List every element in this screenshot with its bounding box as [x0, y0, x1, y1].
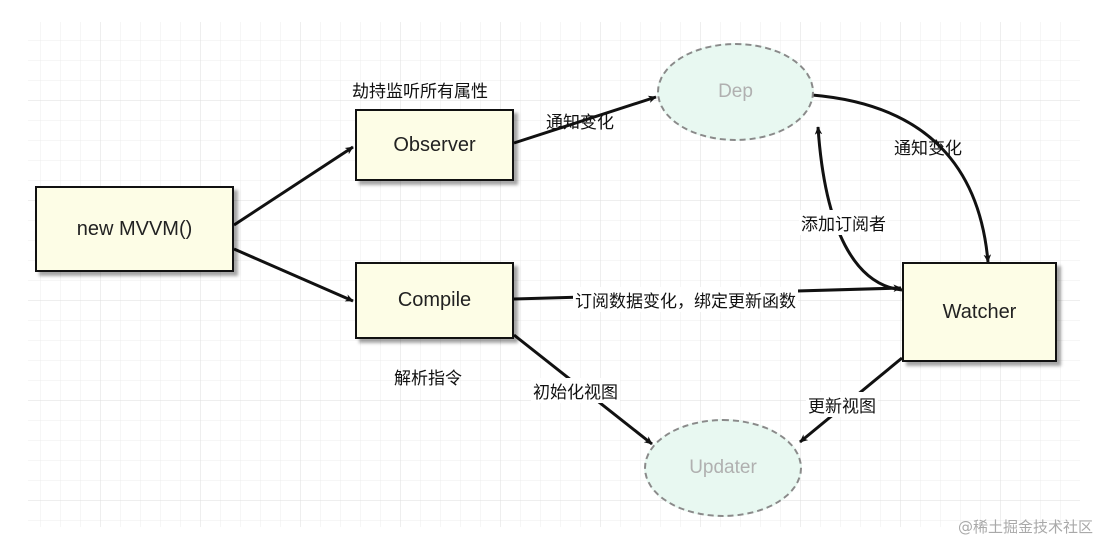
label-observer-note: 劫持监听所有属性 — [352, 82, 488, 102]
label-watcher-to-updater: 更新视图 — [806, 392, 878, 417]
node-dep: Dep — [657, 43, 814, 141]
arrow-observer-to-dep — [513, 95, 657, 145]
label-observer-to-dep: 通知变化 — [546, 113, 614, 133]
node-observer: Observer — [355, 109, 514, 181]
arrow-watcher-to-dep — [814, 126, 903, 292]
label-compile-to-watcher: 订阅数据变化，绑定更新函数 — [573, 287, 798, 312]
node-watcher: Watcher — [902, 262, 1057, 362]
label-compile-to-updater: 初始化视图 — [531, 378, 620, 403]
node-compile: Compile — [355, 262, 514, 339]
arrow-dep-to-watcher — [811, 93, 992, 263]
node-new-mvvm: new MVVM() — [35, 186, 234, 272]
watermark: @稀土掘金技术社区 — [957, 518, 1093, 536]
arrow-mvvm-to-observer — [233, 145, 354, 227]
label-watcher-to-dep: 添加订阅者 — [799, 210, 888, 235]
arrow-mvvm-to-compile — [233, 247, 354, 303]
label-dep-to-watcher: 通知变化 — [894, 139, 962, 159]
label-compile-note: 解析指令 — [394, 369, 462, 389]
node-updater: Updater — [644, 419, 802, 517]
